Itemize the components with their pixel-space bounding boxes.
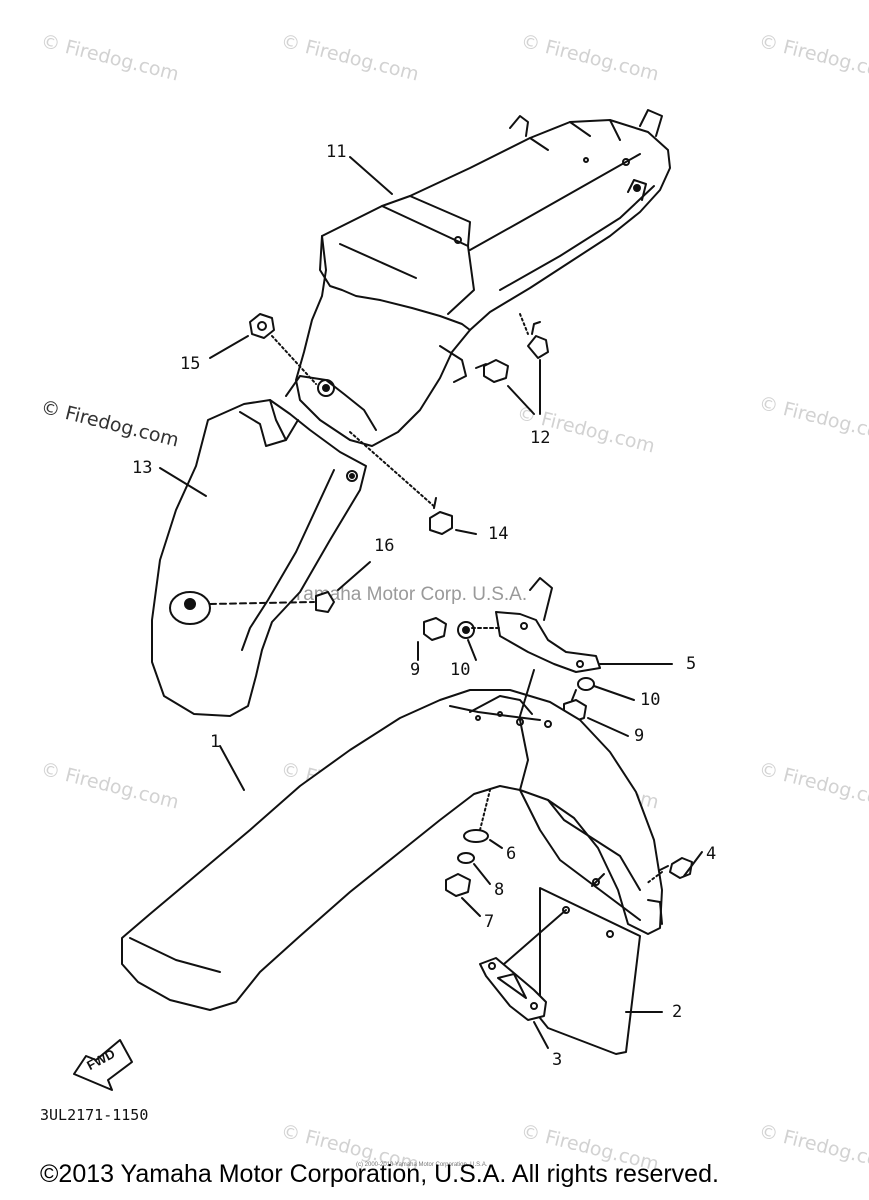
washer-part-6 bbox=[463, 829, 489, 843]
leader-line bbox=[479, 789, 491, 831]
bolt-part-7 bbox=[445, 873, 471, 897]
rear-flap-part-13 bbox=[151, 399, 367, 717]
callout-2: 2 bbox=[672, 1002, 683, 1022]
leader-line bbox=[683, 851, 703, 877]
leader-line bbox=[159, 467, 207, 497]
callout-11: 11 bbox=[326, 142, 347, 162]
leader-line bbox=[489, 839, 503, 849]
center-credit: Yamaha Motor Corp. U.S.A. bbox=[292, 584, 528, 605]
leader-line bbox=[587, 717, 629, 737]
forward-arrow-icon bbox=[73, 1039, 133, 1091]
leader-line bbox=[455, 529, 477, 535]
callout-15: 15 bbox=[180, 354, 201, 374]
leader-line bbox=[461, 897, 481, 917]
callout-5: 5 bbox=[686, 654, 697, 674]
callout-3: 3 bbox=[552, 1050, 563, 1070]
lockwasher-part-8 bbox=[457, 852, 475, 864]
leader-line bbox=[271, 335, 317, 385]
callout-13: 13 bbox=[132, 458, 153, 478]
bolt-part-12b bbox=[475, 359, 509, 383]
washer-part-10-left bbox=[457, 621, 475, 639]
callout-10: 10 bbox=[640, 690, 661, 710]
washer-part-10-right bbox=[577, 677, 595, 691]
bracket-part-5 bbox=[495, 577, 601, 673]
callout-9: 9 bbox=[634, 726, 645, 746]
leader-line bbox=[219, 745, 245, 791]
leader-line bbox=[209, 601, 315, 605]
callout-1: 1 bbox=[210, 732, 221, 752]
leader-line bbox=[519, 313, 529, 335]
callout-8: 8 bbox=[494, 880, 505, 900]
tiny-credit: (c) 2000-2010 Yamaha Motor Corporation, … bbox=[356, 1162, 488, 1168]
leader-line bbox=[349, 431, 437, 509]
callout-14: 14 bbox=[488, 524, 509, 544]
leader-line bbox=[507, 385, 535, 415]
callout-7: 7 bbox=[484, 912, 495, 932]
callout-4: 4 bbox=[706, 844, 717, 864]
leader-line bbox=[519, 669, 535, 717]
leader-line bbox=[473, 863, 491, 885]
bolt-part-12a bbox=[527, 321, 549, 359]
flange-nut-part-15 bbox=[249, 313, 275, 339]
leader-line bbox=[533, 1021, 549, 1049]
callout-6: 6 bbox=[506, 844, 517, 864]
callout-12: 12 bbox=[530, 428, 551, 448]
leader-line bbox=[337, 561, 371, 591]
callout-10: 10 bbox=[450, 660, 471, 680]
copyright-notice: ©2013 Yamaha Motor Corporation, U.S.A. A… bbox=[40, 1160, 719, 1188]
leader-line bbox=[349, 156, 393, 195]
bolt-part-9-left bbox=[423, 617, 447, 641]
leader-line bbox=[209, 335, 249, 359]
rear-fender-part-11 bbox=[285, 109, 671, 447]
leader-line bbox=[593, 685, 635, 701]
leader-line bbox=[645, 871, 663, 885]
callout-9: 9 bbox=[410, 660, 421, 680]
leader-line bbox=[591, 873, 605, 887]
callout-16: 16 bbox=[374, 536, 395, 556]
front-fender-part-1 bbox=[121, 689, 663, 1011]
leader-line bbox=[503, 909, 567, 965]
part-code: 3UL2171-1150 bbox=[40, 1106, 149, 1124]
screw-part-4 bbox=[659, 857, 693, 879]
mount-bracket-part-3 bbox=[479, 957, 547, 1021]
bolt-part-14 bbox=[429, 497, 453, 535]
bolt-part-16 bbox=[315, 591, 335, 613]
leader-line bbox=[467, 639, 477, 661]
